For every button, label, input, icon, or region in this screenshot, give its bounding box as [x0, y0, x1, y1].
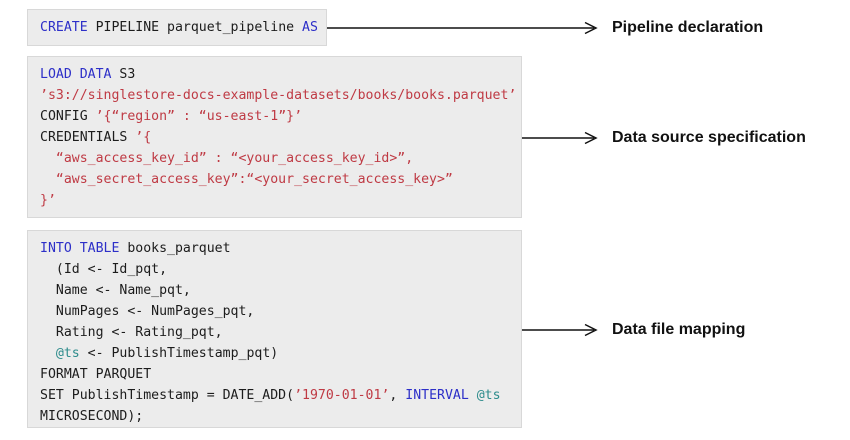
code-token-string: “aws_access_key_id” : “<your_access_key_… — [40, 151, 414, 166]
code-token-plain: CREDENTIALS — [40, 130, 136, 145]
code-token-plain: FORMAT PARQUET — [40, 367, 152, 382]
code-block-pipeline-declaration: CREATE PIPELINE parquet_pipeline AS — [27, 9, 327, 46]
code-token-plain — [469, 388, 477, 403]
label-data-source-specification: Data source specification — [612, 129, 806, 146]
code-token-plain: MICROSECOND); — [40, 409, 144, 424]
arrow-data-source-specification — [522, 131, 598, 145]
code-token-plain: (Id <- Id_pqt, — [40, 262, 168, 277]
code-token-keyword: AS — [302, 20, 318, 35]
code-token-keyword: LOAD DATA — [40, 67, 112, 82]
code-token-keyword: INTO TABLE — [40, 241, 120, 256]
code-token-plain: Name <- Name_pqt, — [40, 283, 191, 298]
code-token-plain: CONFIG — [40, 109, 96, 124]
code-token-string: ’1970-01-01’ — [294, 388, 390, 403]
code-token-plain: SET PublishTimestamp = DATE_ADD( — [40, 388, 295, 403]
code-data-source: LOAD DATA S3 ’s3://singlestore-docs-exam… — [28, 57, 521, 218]
code-token-plain — [40, 346, 56, 361]
code-token-plain: PIPELINE parquet_pipeline — [95, 20, 303, 35]
code-token-plain: , — [389, 388, 406, 403]
code-token-string: }’ — [40, 193, 56, 208]
code-data-file-mapping: INTO TABLE books_parquet (Id <- Id_pqt, … — [28, 231, 521, 434]
arrow-pipeline-declaration — [327, 21, 598, 35]
code-token-plain: <- PublishTimestamp_pqt) — [79, 346, 279, 361]
code-block-data-source: LOAD DATA S3 ’s3://singlestore-docs-exam… — [27, 56, 522, 218]
code-token-string: “aws_secret_access_key”:“<your_secret_ac… — [40, 172, 453, 187]
code-token-string: ’s3://singlestore-docs-example-datasets/… — [40, 88, 517, 103]
code-block-data-file-mapping: INTO TABLE books_parquet (Id <- Id_pqt, … — [27, 230, 522, 428]
label-pipeline-declaration: Pipeline declaration — [612, 19, 764, 36]
code-token-keyword: INTERVAL — [405, 388, 469, 403]
code-token-string: ’{“region” : “us-east-1”}’ — [95, 109, 303, 124]
arrow-data-file-mapping — [522, 323, 598, 337]
code-token-plain: S3 — [111, 67, 136, 82]
code-token-plain: NumPages <- NumPages_pqt, — [40, 304, 255, 319]
code-token-plain: books_parquet — [119, 241, 231, 256]
code-token-keyword: CREATE — [40, 20, 96, 35]
code-pipeline-declaration: CREATE PIPELINE parquet_pipeline AS — [28, 10, 326, 45]
code-token-variable: @ts — [55, 346, 80, 361]
code-token-string: ’{ — [135, 130, 152, 145]
code-token-plain: Rating <- Rating_pqt, — [40, 325, 223, 340]
code-token-variable: @ts — [476, 388, 501, 403]
label-data-file-mapping: Data file mapping — [612, 321, 746, 338]
